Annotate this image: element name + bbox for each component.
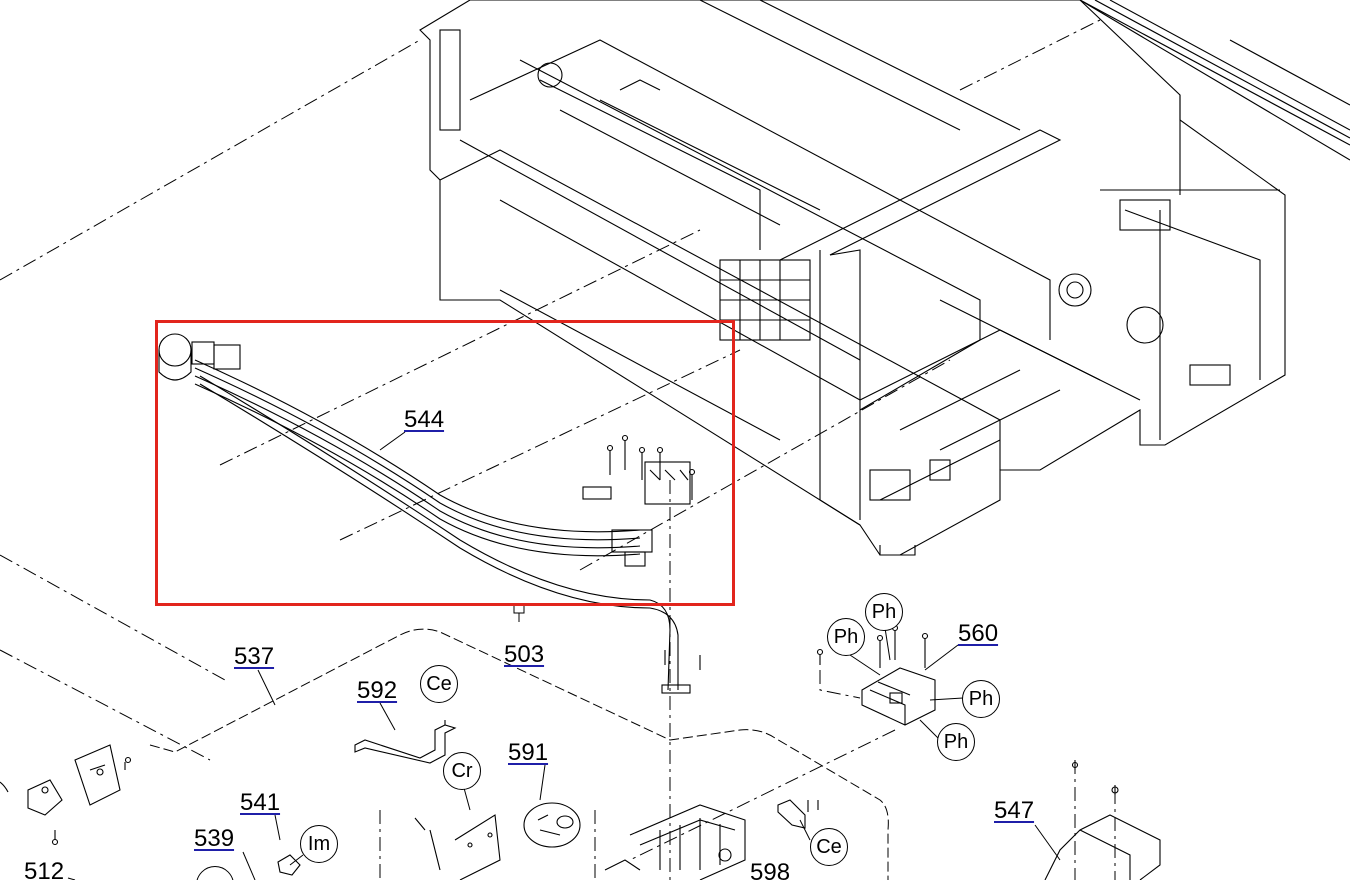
- fan-591: [523, 802, 581, 848]
- board-598: [777, 799, 819, 829]
- part-number-539[interactable]: 539: [194, 825, 235, 852]
- part-number-560[interactable]: 560: [958, 620, 999, 647]
- part-number-591[interactable]: 591: [508, 739, 549, 766]
- part-number-503[interactable]: 503: [504, 641, 545, 668]
- pcb-cr: [414, 814, 501, 880]
- part-number-512[interactable]: 512: [24, 858, 65, 880]
- sensor-541: [277, 854, 301, 876]
- callout-im: Im: [300, 825, 338, 863]
- callout-ce: Ce: [810, 828, 848, 866]
- printer-frame: [419, 0, 1350, 556]
- callout-cr: Cr: [443, 752, 481, 790]
- part-number-541[interactable]: 541: [240, 789, 281, 816]
- part-number-537[interactable]: 537: [234, 643, 275, 670]
- guide-rail: [1079, 0, 1350, 146]
- housing-outline: [149, 628, 889, 880]
- duct-547: [1044, 760, 1161, 880]
- bracket-512: [0, 744, 132, 846]
- callout-ph: Ph: [827, 618, 865, 656]
- callout-ph: Ph: [865, 593, 903, 631]
- cable-bundle-544: [158, 333, 701, 694]
- part-number-544[interactable]: 544: [404, 406, 445, 433]
- leader-lines: [67, 431, 1061, 880]
- bracket-592: [354, 720, 457, 764]
- connector-cluster: [604, 804, 746, 880]
- guide-lines: [0, 19, 1116, 880]
- callout-ph: Ph: [962, 680, 1000, 718]
- sensor-board-560: [816, 624, 936, 726]
- part-number-592[interactable]: 592: [357, 677, 398, 704]
- callout-ph: Ph: [937, 723, 975, 761]
- screw-503: [513, 604, 525, 622]
- part-number-598[interactable]: 598: [750, 859, 791, 880]
- part-number-547[interactable]: 547: [994, 797, 1035, 824]
- callout-ce: Ce: [420, 665, 458, 703]
